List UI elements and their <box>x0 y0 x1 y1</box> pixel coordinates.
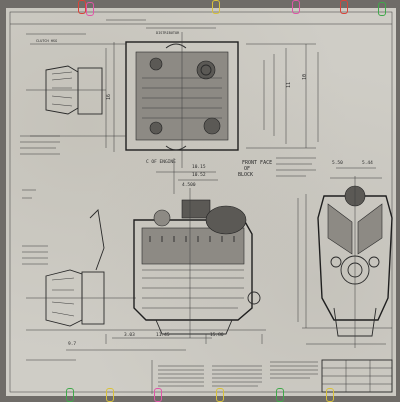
svg-text:10: 10 <box>302 74 308 80</box>
front-face-label-2: OF <box>244 166 250 172</box>
center-dim-lines <box>156 158 218 194</box>
title-block <box>321 359 393 393</box>
left-notes <box>20 135 316 265</box>
side-view-engine <box>26 188 266 361</box>
red-clip-icon <box>340 0 348 14</box>
pink-clip-icon <box>86 2 94 16</box>
dim-550: 5.50 <box>332 160 343 166</box>
svg-text:16: 16 <box>106 94 112 100</box>
svg-text:DISTRIBUTOR: DISTRIBUTOR <box>156 31 180 35</box>
dim-544: 5.44 <box>362 160 373 166</box>
bottom-notes <box>151 360 318 394</box>
dim-1052: 10.52 <box>192 172 206 178</box>
svg-text:11: 11 <box>286 82 292 88</box>
dim-1145: 11.45 <box>156 332 170 338</box>
red-clip-icon <box>78 0 86 14</box>
dim-1015: 10.15 <box>192 164 206 170</box>
dim-303: 3.03 <box>124 332 135 338</box>
top-view-engine: 10 11 16 CLUTCH HSG DISTRIBUTOR <box>26 19 319 168</box>
front-face-label-1: FRONT FACE <box>242 160 272 166</box>
green-clip-icon <box>378 2 386 16</box>
drawing-sheet: 10 11 16 CLUTCH HSG DISTRIBUTOR C OF ENG… <box>6 0 396 402</box>
front-face-label-3: BLOCK <box>238 172 253 178</box>
pink-clip-icon <box>292 0 300 14</box>
engine-drawing: 10 11 16 CLUTCH HSG DISTRIBUTOR C OF ENG… <box>9 11 393 394</box>
svg-text:CLUTCH HSG: CLUTCH HSG <box>36 39 57 43</box>
front-view-engine <box>297 167 393 348</box>
dim-97: 9.7 <box>68 341 76 347</box>
dim-1580: 15.80 <box>210 332 224 338</box>
sheet-border <box>9 11 393 393</box>
yellow-clip-icon <box>212 0 220 14</box>
dim-4500: 4.500 <box>182 182 196 188</box>
center-of-engine-label: C OF ENGINE <box>146 159 176 165</box>
